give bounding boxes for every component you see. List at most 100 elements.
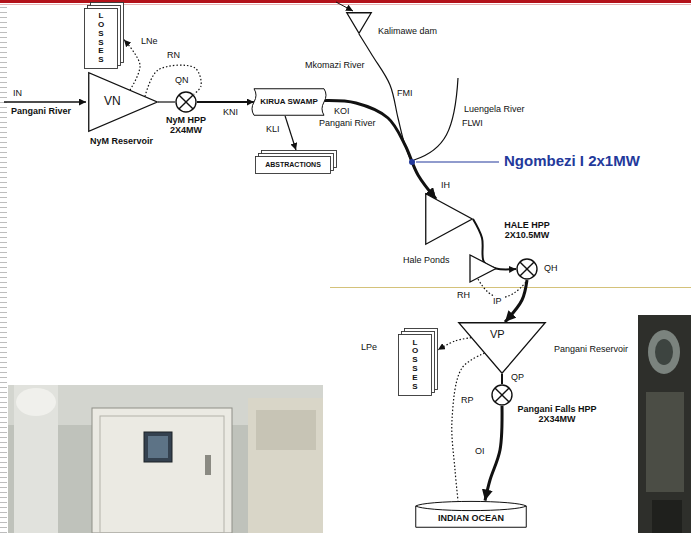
diagram-label: Pangani River <box>318 118 377 128</box>
photo-gauge-center <box>655 339 673 365</box>
node-outline <box>84 2 124 69</box>
photo-machine-panel <box>256 410 316 450</box>
power-station-cross <box>179 95 193 109</box>
reservoir-triangle <box>347 13 372 34</box>
flow-node: VPPangani Reservoir <box>458 322 546 374</box>
diagram-label: Pangani River <box>10 106 72 116</box>
photo-machine <box>248 398 323 533</box>
diagram-label: FLWI <box>461 118 484 128</box>
diagram-label: IN <box>12 88 23 98</box>
diagram-label: LPe <box>360 342 378 352</box>
swamp-box <box>252 89 326 116</box>
photo-ground <box>8 385 323 533</box>
margin-decoration <box>0 6 8 533</box>
power-station-circle <box>176 92 196 112</box>
reservoir-triangle <box>426 194 473 245</box>
node-text: LOSSES <box>411 339 419 392</box>
node-text: Pangani Reservoir <box>554 344 628 354</box>
flow-node: ABSTRACTIONS <box>255 150 337 174</box>
flow-label: OI <box>474 446 486 456</box>
flow-node: QPPangani Falls HPP 2X34MW <box>491 384 513 406</box>
power-station-cross <box>179 95 193 109</box>
flow-label: KOI <box>333 106 351 116</box>
stack-sheet <box>399 335 432 396</box>
flow-label: KLI <box>265 124 281 134</box>
diagram-label: IH <box>440 180 451 190</box>
node-outline <box>88 72 158 132</box>
photo-cabinet-door <box>100 416 224 533</box>
photo-powerhouse <box>8 385 323 533</box>
flow-node: Kalimawe dam <box>346 12 372 34</box>
node-outline <box>346 12 372 34</box>
flow-connector <box>452 353 485 500</box>
node-text: Hale Ponds <box>403 255 450 265</box>
photo-pipe <box>14 385 58 533</box>
power-station-circle <box>492 385 512 405</box>
photo-screen <box>144 432 172 462</box>
node-outline <box>516 258 538 280</box>
node-text: QP <box>511 372 524 382</box>
flow-connector <box>324 101 436 199</box>
photo-handle <box>205 455 211 475</box>
ocean-drum-rim <box>416 506 527 511</box>
spill-line <box>478 279 527 298</box>
flow-connector <box>158 101 175 102</box>
inflow-arrow <box>4 101 86 103</box>
node-text: NyM HPP 2X4MW <box>163 115 209 136</box>
flow-node: HALE HPP 2X10.5MWQH <box>516 258 538 280</box>
flow-label: FMI <box>396 88 414 98</box>
node-text: Kalimawe dam <box>378 26 437 36</box>
flow-connector <box>501 374 503 384</box>
node-outline <box>175 91 197 113</box>
diagram-label: LNe <box>140 36 159 46</box>
flow-node: Hale Ponds <box>425 193 473 245</box>
node-text: INDIAN OCEAN <box>438 513 504 523</box>
power-station-cross <box>495 388 509 402</box>
photo-screen-glass <box>148 436 168 458</box>
stack-sheet <box>256 157 331 174</box>
node-outline <box>491 384 513 406</box>
flow-connector <box>438 338 471 350</box>
photo-generator <box>638 315 691 533</box>
reservoir-triangle <box>89 73 158 132</box>
node-text: NyM Reservoir <box>90 136 153 146</box>
flow-node: VNNyM Reservoir <box>88 72 158 132</box>
flow-connector <box>197 101 254 103</box>
power-station-cross <box>495 388 509 402</box>
diagram-label: Luengela River <box>463 104 526 114</box>
flow-node: KIRUA SWAMP <box>250 88 328 116</box>
node-text: VN <box>104 95 121 109</box>
flow-connector <box>285 116 296 150</box>
stack-sheet <box>85 9 118 69</box>
node-text: QN <box>175 75 189 85</box>
power-station-cross <box>520 262 534 276</box>
diagram-label: Mkomazi River <box>304 60 366 70</box>
flow-node: INDIAN OCEAN <box>415 500 527 528</box>
photo-gauge <box>648 330 680 374</box>
photo-cabinet <box>92 408 232 533</box>
flow-label: KNI <box>222 107 239 117</box>
reservoir-triangle <box>459 323 546 374</box>
leader-line <box>416 161 499 162</box>
node-text: LOSSES <box>97 12 105 65</box>
flow-label: IP <box>492 296 503 306</box>
node-text: KIRUA SWAMP <box>260 97 317 106</box>
flow-connector <box>359 34 436 199</box>
flow-connector <box>145 65 201 96</box>
photo-housing <box>646 392 684 492</box>
flow-node: QNNyM HPP 2X4MW <box>175 91 197 113</box>
photo-base <box>652 500 682 533</box>
flow-label: RN <box>166 50 181 60</box>
flow-node: LOSSES <box>398 328 438 396</box>
node-text: ABSTRACTIONS <box>265 161 321 169</box>
flow-connector <box>485 406 502 501</box>
node-outline <box>398 328 438 396</box>
ocean-drum <box>416 501 527 527</box>
divider-line <box>330 287 691 288</box>
diagram-label: Ngombezi I 2x1MW <box>503 152 641 169</box>
photo-ground <box>638 315 691 533</box>
node-text: QH <box>544 263 558 273</box>
power-station-cross <box>520 262 534 276</box>
